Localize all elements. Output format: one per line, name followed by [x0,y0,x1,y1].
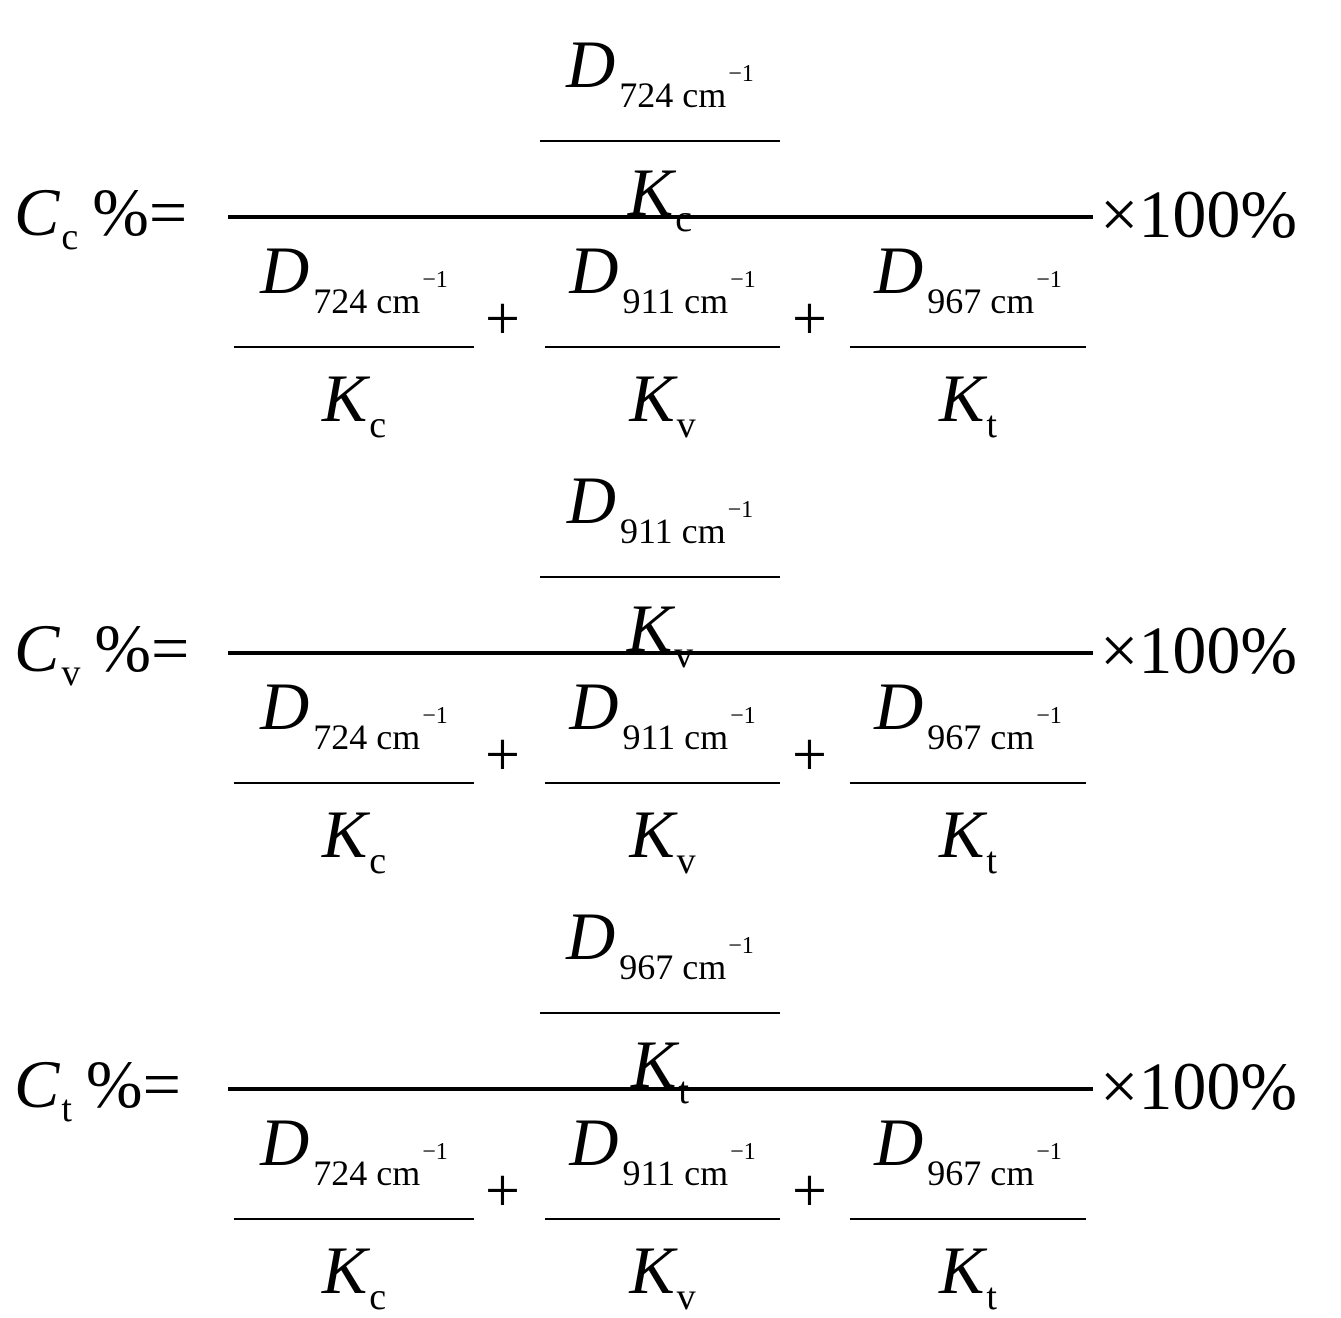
fraction-bar [540,576,780,578]
numerator-k: Kt [631,1026,689,1112]
lhs: Cc%= [14,178,187,256]
equals-sign: = [148,174,188,250]
lhs-percent: % [92,174,149,250]
plus-sign: + [485,285,520,353]
main-fraction-bar [228,651,1093,655]
lhs-subscript: t [61,1088,72,1130]
plus-sign: + [485,721,520,789]
lhs-subscript: c [61,216,79,258]
main-fraction-bar [228,1087,1093,1091]
lhs: Cv%= [14,614,189,692]
equals-sign: = [142,1046,181,1122]
lhs: Ct%= [14,1050,181,1128]
lhs-symbol: C [14,1046,60,1122]
fraction-bar [540,140,780,142]
lhs-symbol: C [14,174,60,250]
lhs-percent: % [94,610,152,686]
numerator-k: Kv [626,590,694,676]
times-100-percent: ×100% [1100,176,1297,252]
numerator-k: Kc [627,154,693,240]
fraction-bar [540,1012,780,1014]
plus-sign: + [485,1157,520,1225]
plus-sign: + [792,721,827,789]
main-fraction-bar [228,215,1093,219]
lhs-subscript: v [61,652,81,694]
lhs-percent: % [85,1046,143,1122]
equals-sign: = [151,610,190,686]
times-100-percent: ×100% [1100,1048,1297,1124]
times-100-percent: ×100% [1100,612,1297,688]
plus-sign: + [792,1157,827,1225]
plus-sign: + [792,285,827,353]
lhs-symbol: C [14,610,60,686]
